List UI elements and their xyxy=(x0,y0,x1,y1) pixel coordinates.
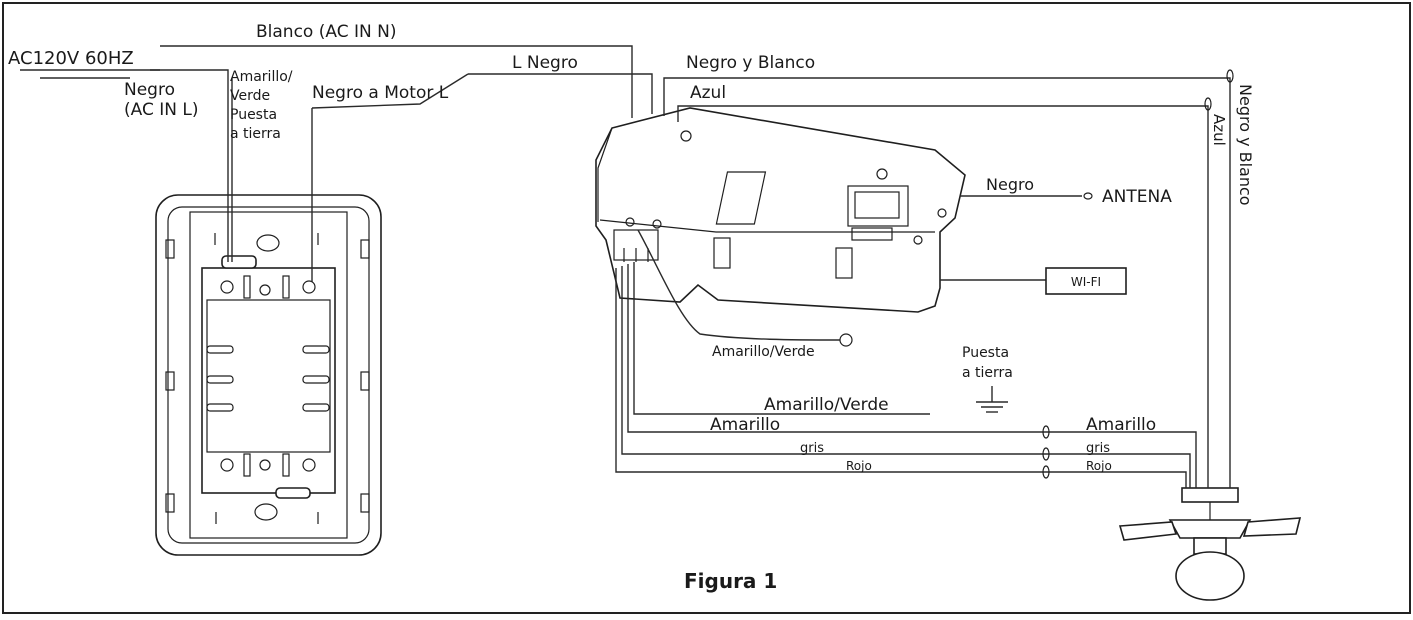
ground-lead-label: Amarillo/Verde xyxy=(712,344,815,360)
power-source-label: AC120V 60HZ xyxy=(8,48,134,69)
l-black-label: L Negro xyxy=(512,53,578,73)
antenna-wire-label: Negro xyxy=(986,175,1034,194)
yellow-left-label: Amarillo xyxy=(710,415,780,435)
yellow-right-label: Amarillo xyxy=(1086,415,1156,435)
black-to-motor-label: Negro a Motor L xyxy=(312,83,449,103)
blue-side-label: Azul xyxy=(1210,114,1228,146)
antenna-label: ANTENA xyxy=(1102,187,1172,207)
fan-controller-module xyxy=(595,107,966,313)
red-right-label: Rojo xyxy=(1086,459,1112,473)
black-white-top-label: Negro y Blanco xyxy=(686,53,815,73)
figure-caption: Figura 1 xyxy=(684,569,777,593)
wifi-label: WI-FI xyxy=(1071,275,1101,289)
gray-left-label: gris xyxy=(800,441,824,456)
red-left-label: Rojo xyxy=(846,459,872,473)
line-black-in-label: Negro(AC IN L) xyxy=(124,80,198,120)
wifi-box xyxy=(1045,267,1127,295)
black-white-side-label: Negro y Blanco xyxy=(1236,84,1255,206)
ceiling-fan xyxy=(1118,487,1302,601)
neutral-white-label: Blanco (AC IN N) xyxy=(256,22,396,42)
blue-top-label: Azul xyxy=(690,83,726,103)
gray-right-label: gris xyxy=(1086,441,1110,456)
wires xyxy=(20,45,1234,488)
labels: AC120V 60HZ Blanco (AC IN N) Negro(AC IN… xyxy=(8,22,1255,593)
yellow-green-label: Amarillo/Verde xyxy=(764,395,889,415)
wall-switch-box xyxy=(155,194,382,556)
